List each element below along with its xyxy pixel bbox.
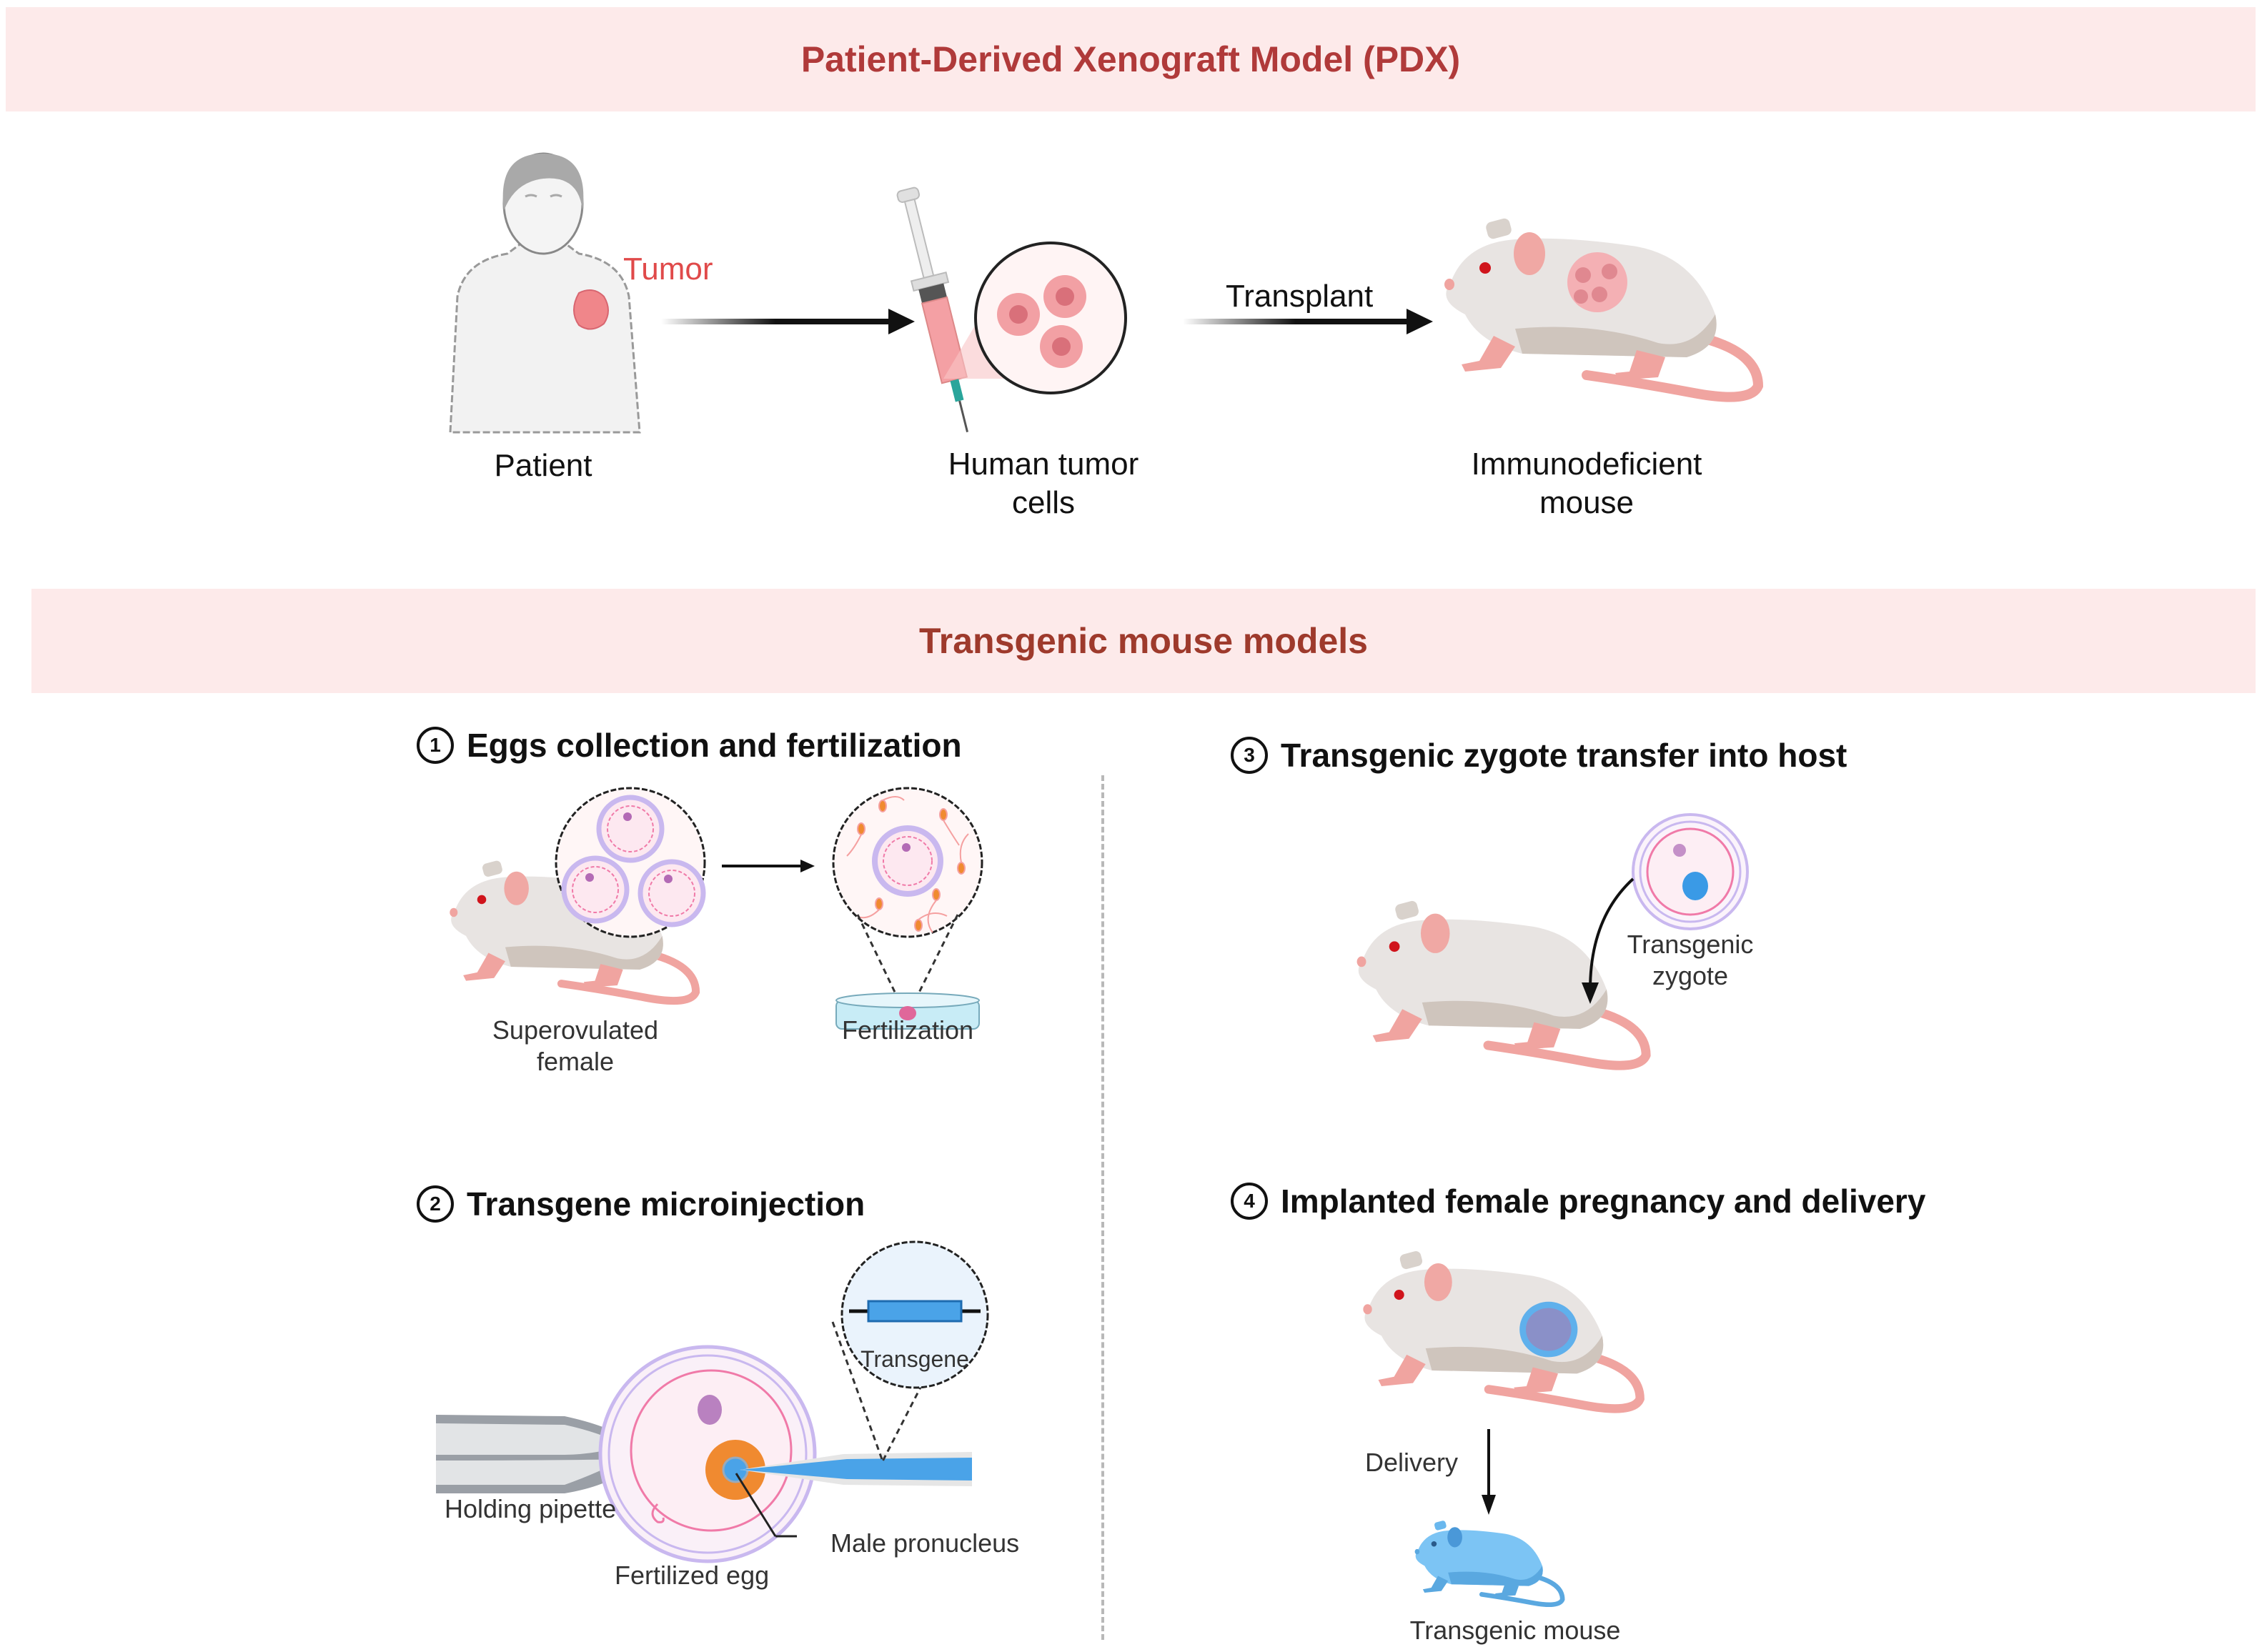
tumor-cells-magnifier xyxy=(943,242,1127,394)
cells-label-line1: Human tumor xyxy=(948,447,1139,482)
zygote-transfer-arrow xyxy=(1582,877,1635,1004)
step-2-number-icon: 2 xyxy=(417,1185,454,1223)
transgenic-zygote-label: Transgenic zygote xyxy=(1608,929,1772,992)
sperm xyxy=(846,796,969,933)
microinjection-illustration xyxy=(436,1321,972,1563)
mouse-ear xyxy=(1420,913,1450,953)
female-label-line2: female xyxy=(536,1047,615,1076)
transgenic-banner: Transgenic mouse models xyxy=(31,589,2256,693)
mouse-label-line1: Immunodeficient xyxy=(1471,447,1702,482)
egg xyxy=(561,855,630,924)
cells-label-line2: cells xyxy=(1011,485,1076,520)
mouse-front-leg xyxy=(1422,1576,1449,1593)
step-1-title: Eggs collection and fertilization xyxy=(467,727,962,764)
mouse-tail xyxy=(1483,1004,1651,1070)
transgenic-zygote-icon xyxy=(1632,813,1749,930)
delivery-arrow xyxy=(1482,1429,1496,1515)
delivery-label: Delivery xyxy=(1365,1448,1459,1477)
step-4-heading: 4 Implanted female pregnancy and deliver… xyxy=(1231,1182,1925,1220)
arrow-to-fertilization xyxy=(722,860,815,872)
fertilized-egg-label: Fertilized egg xyxy=(615,1561,770,1590)
patient-label: Patient xyxy=(494,448,592,483)
zygote-label-line1: Transgenic xyxy=(1627,930,1754,959)
petri-dish-icon xyxy=(835,992,980,1030)
mouse-tail xyxy=(1582,331,1764,402)
pdx-banner: Patient-Derived Xenograft Model (PDX) xyxy=(6,7,2256,111)
tumor-cell xyxy=(997,293,1040,336)
mouse-hind-leg xyxy=(1615,350,1665,380)
host-mouse xyxy=(1356,900,1651,1070)
transgene-label: Transgene xyxy=(860,1346,969,1372)
tumor-graft-icon xyxy=(1567,252,1627,312)
female-label-line1: Superovulated xyxy=(492,1015,659,1045)
male-pronucleus-label: Male pronucleus xyxy=(830,1528,1020,1558)
mouse-label-line2: mouse xyxy=(1539,485,1635,520)
egg xyxy=(638,859,706,927)
mouse-hind-leg xyxy=(583,964,623,988)
transgene-magnifier xyxy=(840,1240,989,1389)
holding-pipette-label: Holding pipette xyxy=(445,1494,617,1523)
immunodeficient-mouse xyxy=(1444,218,1764,402)
tumor-cell xyxy=(1043,275,1086,318)
pregnant-female-mouse xyxy=(1363,1251,1645,1413)
step-1-number-icon: 1 xyxy=(417,727,454,764)
egg xyxy=(596,795,665,863)
mouse-front-leg xyxy=(1372,1009,1422,1043)
patient-torso xyxy=(449,227,641,434)
step-4-title: Implanted female pregnancy and delivery xyxy=(1281,1183,1926,1220)
mouse-eye xyxy=(477,895,487,905)
fertilization-magnifier xyxy=(832,787,983,1030)
mouse-front-leg xyxy=(1462,336,1515,372)
mouse-eye xyxy=(1431,1541,1437,1547)
holding-pipette-icon xyxy=(436,1415,629,1493)
injection-pipette-icon xyxy=(740,1452,972,1486)
transgene-icon xyxy=(867,1300,963,1323)
step-4-number-icon: 4 xyxy=(1231,1183,1268,1220)
tumor-label: Tumor xyxy=(623,252,713,287)
eggs-magnifier xyxy=(555,787,706,938)
fertilization-label: Fertilization xyxy=(841,1015,974,1045)
transgenic-mouse-label: Transgenic mouse xyxy=(1409,1616,1621,1645)
step-3-title: Transgenic zygote transfer into host xyxy=(1281,737,1847,774)
mouse-tail xyxy=(1479,1573,1565,1608)
mouse-hind-leg xyxy=(1495,1582,1519,1597)
mouse-hind-leg xyxy=(1514,1367,1558,1394)
transplant-arrow xyxy=(1183,309,1433,334)
mouse-eye xyxy=(1479,262,1491,274)
mouse-hind-leg xyxy=(1514,1022,1561,1050)
tumor-mass xyxy=(573,289,609,330)
transgenic-title: Transgenic mouse models xyxy=(919,621,1368,661)
uterus-embryo-icon xyxy=(1519,1301,1578,1358)
mouse-front-leg xyxy=(463,952,505,981)
mouse-front-leg xyxy=(1378,1354,1426,1386)
section-divider xyxy=(1101,775,1104,1640)
step-3-number-icon: 3 xyxy=(1231,737,1268,774)
step-1-heading: 1 Eggs collection and fertilization xyxy=(417,726,962,765)
step-2-title: Transgene microinjection xyxy=(467,1185,865,1223)
mouse-ear xyxy=(1514,232,1545,275)
mouse-body xyxy=(1358,919,1608,1029)
immunodeficient-mouse-label: Immunodeficient mouse xyxy=(1408,445,1765,522)
mouse-eye xyxy=(1394,1290,1404,1300)
mouse-tail xyxy=(557,948,700,1005)
patient-illustration xyxy=(449,152,641,434)
zygote-label-line2: zygote xyxy=(1652,961,1729,990)
human-tumor-cells-label: Human tumor cells xyxy=(922,445,1165,522)
patient-hair xyxy=(502,154,584,211)
arrow-to-syringe xyxy=(661,309,915,334)
transplant-label: Transplant xyxy=(1226,279,1374,314)
mouse-body xyxy=(1415,1530,1543,1586)
pdx-title: Patient-Derived Xenograft Model (PDX) xyxy=(800,39,1461,79)
mouse-ear xyxy=(504,871,529,905)
superovulated-female-label: Superovulated female xyxy=(472,1015,679,1078)
mouse-ear xyxy=(1447,1527,1462,1548)
step-2-heading: 2 Transgene microinjection xyxy=(417,1185,865,1223)
tumor-cell xyxy=(1040,325,1083,368)
fertilized-egg-icon xyxy=(598,1345,817,1563)
step-3-heading: 3 Transgenic zygote transfer into host xyxy=(1231,736,1847,775)
mouse-tail xyxy=(1484,1350,1645,1413)
mouse-eye xyxy=(1389,941,1400,952)
transgenic-mouse xyxy=(1414,1521,1565,1608)
mouse-ear xyxy=(1424,1263,1452,1301)
